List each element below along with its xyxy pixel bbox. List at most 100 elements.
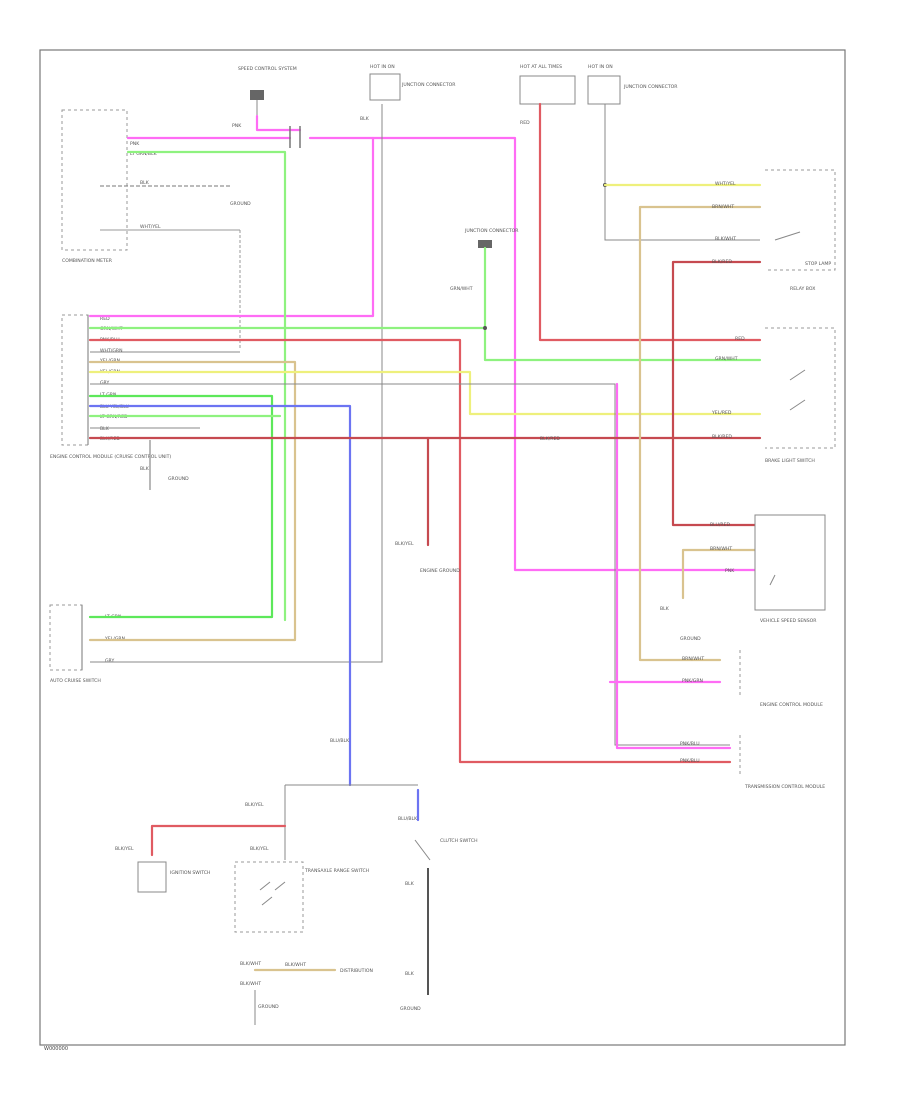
pnk-label-top: PNK — [232, 123, 242, 129]
tcm-label: TRANSMISSION CONTROL MODULE — [744, 784, 825, 790]
stop-lamp-label: STOP LAMP — [805, 261, 831, 267]
ecmr-pnkgrn-label: PNK/GRN — [682, 678, 703, 684]
clutch-switch-label: CLUTCH SWITCH — [440, 838, 478, 844]
relay-box: RELAY BOX STOP LAMP — [765, 169, 836, 292]
clutch-blk-label: BLK — [405, 881, 415, 887]
brake-yelred-label: YEL/RED — [711, 410, 732, 416]
wire-yelgrn-cruise — [88, 360, 297, 642]
tr-ground-label: GROUND — [258, 1004, 279, 1010]
hot-in-on-label-2: HOT IN ON — [588, 64, 613, 70]
wire-gry-cruise — [90, 104, 383, 663]
junction-mid-icon — [478, 240, 492, 248]
hot-in-on-label: HOT IN ON — [370, 64, 395, 70]
tr-switch-contacts — [259, 881, 286, 906]
tr-blkyel-label: BLK/YEL — [250, 846, 269, 852]
clutch-ground-label: GROUND — [400, 1006, 421, 1012]
vss-brnwht-label: BRN/WHT — [710, 546, 732, 552]
clutch-switch: CLUTCH SWITCH BLU/BLK BLK BLK GROUND — [398, 816, 478, 1012]
meter-pnk-label: PNK — [130, 141, 140, 147]
ecm-red-label: RED — [100, 316, 110, 322]
combination-meter: COMBINATION METER PNK LT GRN/BLK BLK GRO… — [61, 109, 251, 350]
relay-whtyel-label: WHT/YEL — [715, 181, 736, 187]
meter-ltgrn-label: LT GRN/BLK — [130, 151, 158, 157]
vss-blured-label: BLU/RED — [710, 522, 730, 528]
ecm-left: ENGINE CONTROL MODULE (CRUISE CONTROL UN… — [50, 314, 189, 490]
red-label-top: RED — [520, 120, 530, 126]
combination-meter-label: COMBINATION METER — [62, 258, 113, 264]
diode-label: SPEED CONTROL SYSTEM — [238, 66, 297, 72]
ecm-ground-label: GROUND — [168, 476, 189, 482]
junction-label-1: JUNCTION CONNECTOR — [401, 82, 456, 88]
junction-grnwht-label: GRN/WHT — [450, 286, 473, 292]
vss-blk-label: BLK — [660, 606, 670, 612]
relay-blkwht-label: BLK/WHT — [715, 236, 736, 242]
clutch-switch-contact — [414, 839, 431, 861]
brake-red-label: RED — [735, 336, 745, 342]
transaxle-range-switch: TRANSAXLE RANGE SWITCH BLK/WHT BLK/WHT D… — [234, 861, 373, 1025]
wire-blu-down — [88, 404, 352, 787]
diagram-frame — [39, 49, 846, 1046]
wire-pnk-diode — [255, 114, 302, 132]
brake-switch-outline — [765, 327, 836, 449]
blkred-main-label: BLK/RED — [540, 436, 560, 442]
cruise-switch-box — [49, 604, 83, 671]
ignition-switch: IGNITION SWITCH — [137, 861, 210, 893]
tr-blkwht2-label: BLK/WHT — [240, 981, 261, 987]
ignition-switch-label: IGNITION SWITCH — [170, 870, 210, 876]
wire-pnk-to-vss — [308, 136, 762, 572]
dist-label: DISTRIBUTION — [340, 968, 373, 974]
ecm-gry-label: GRY — [100, 380, 109, 386]
wire-red-vss — [671, 260, 762, 527]
ecm-left-box — [61, 314, 89, 446]
tcm: TRANSMISSION CONTROL MODULE — [739, 735, 825, 790]
meter-ground-label: GROUND — [230, 201, 251, 207]
splice-grnwht — [483, 326, 487, 330]
relay-contact — [774, 231, 801, 241]
ecmr-brnwht-label: BRN/WHT — [682, 656, 704, 662]
ecm-right-label: ENGINE CONTROL MODULE — [760, 702, 823, 708]
clutch-blublk-label: BLU/BLK — [398, 816, 418, 822]
blk-label-top: BLK — [360, 116, 370, 122]
meter-blk-label: BLK — [140, 180, 150, 186]
vss-contact — [769, 574, 776, 586]
cruise-switch-label: AUTO CRUISE SWITCH — [50, 678, 101, 684]
ign-blkyel-label: BLK/YEL — [245, 802, 264, 808]
ecm-right: ENGINE CONTROL MODULE — [739, 650, 823, 708]
fuse-box-3 — [587, 75, 621, 105]
vehicle-speed-sensor: VEHICLE SPEED SENSOR — [754, 514, 826, 624]
ecm-blk-label: BLK — [100, 426, 110, 432]
brake-blkred-label: BLK/RED — [712, 434, 732, 440]
wire-red-brake — [538, 102, 762, 342]
relay-box-outline — [765, 169, 836, 271]
relay-brnwht-label: BRN/WHT — [712, 204, 734, 210]
relay-box-label: RELAY BOX — [790, 286, 815, 292]
wire-tan-vss — [681, 548, 762, 600]
fuse-box-1 — [369, 73, 401, 101]
tr-switch-label: TRANSAXLE RANGE SWITCH — [304, 868, 369, 874]
wire-ltgrn-cruise — [88, 394, 274, 619]
blkyel-label: BLK/YEL — [395, 541, 414, 547]
wire-pnk-to-ecm — [88, 136, 375, 318]
brake-light-switch: BRAKE LIGHT SWITCH — [765, 327, 836, 464]
hot-at-all-times-label: HOT AT ALL TIMES — [520, 64, 562, 70]
vss-ground-label: GROUND — [680, 636, 701, 642]
junction-mid-label: JUNCTION CONNECTOR — [464, 228, 519, 234]
vss-pnk-label: PNK — [725, 568, 735, 574]
ecm-ground-blk: BLK — [140, 466, 150, 472]
bottom-blublk-label: BLU/BLK — [330, 738, 350, 744]
top-source-block: SPEED CONTROL SYSTEM PNK HOT IN ON JUNCT… — [232, 64, 678, 129]
page-code: W000000 — [44, 1046, 68, 1052]
relay-blkred-label: BLK/RED — [712, 259, 732, 265]
vss-box — [754, 514, 826, 611]
vss-label: VEHICLE SPEED SENSOR — [760, 618, 817, 624]
wire-tan-ecm-r — [638, 205, 762, 662]
brake-switch-label: BRAKE LIGHT SWITCH — [765, 458, 815, 464]
ecm-left-label: ENGINE CONTROL MODULE (CRUISE CONTROL UN… — [50, 454, 171, 460]
ignition-wire-label: BLK/YEL — [115, 846, 134, 852]
meter-whtyel-label: WHT/YEL — [140, 224, 161, 230]
wire-ltgrn-meter — [126, 150, 287, 622]
wire-gry-tcm — [90, 383, 730, 746]
tcm-pnkblu-label: PNK/BLU — [680, 741, 700, 747]
fuse-box-2 — [519, 75, 576, 105]
